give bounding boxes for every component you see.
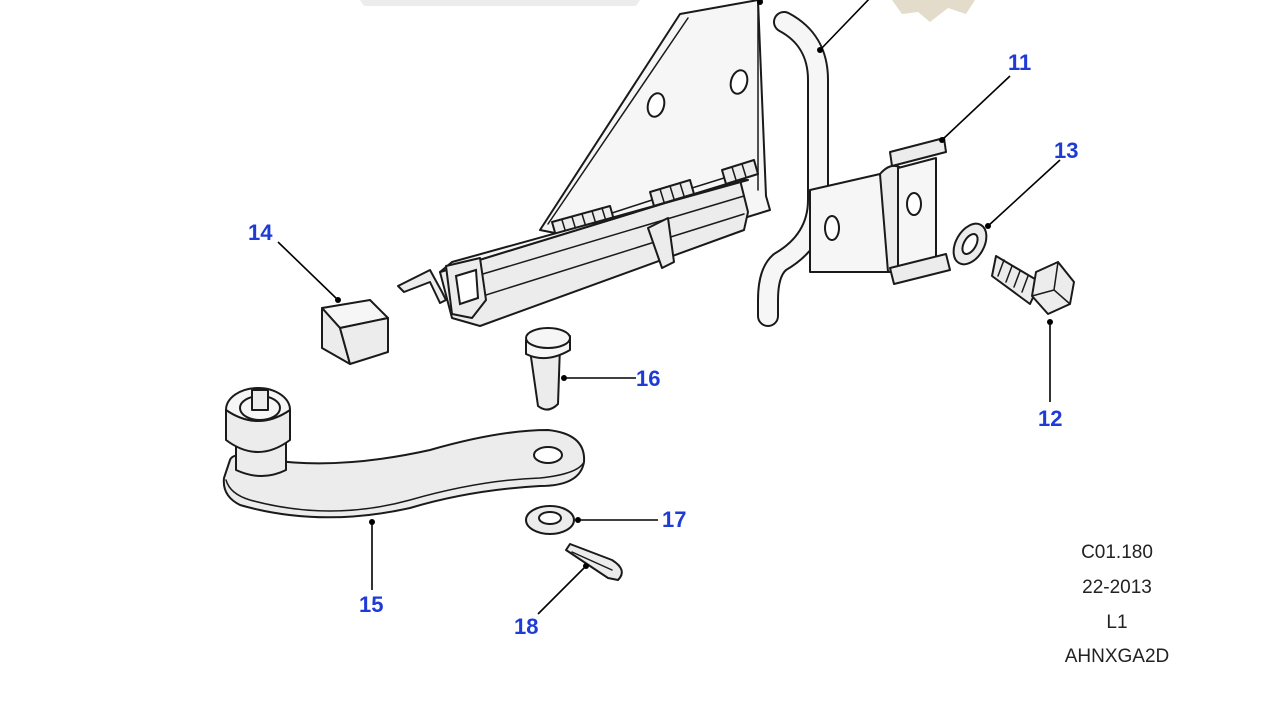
diagram-code: C01.180 [1081,542,1153,563]
hinge-bracket-assembly [397,0,771,327]
washer-part-13 [952,222,988,266]
pivot-pin-part-16 [525,327,571,411]
callout-13: 13 [1054,138,1078,163]
bolt-part-12 [991,255,1075,315]
split-pin-part-18 [565,543,623,581]
rubber-block-part-14 [321,299,389,365]
callout-18: 18 [514,614,538,639]
watermark-logo-fragment [360,0,975,22]
leader-lines [277,0,1061,615]
diagram-id: AHNXGA2D [1064,646,1170,667]
callout-12: 12 [1038,406,1062,431]
callout-14: 14 [248,220,273,245]
roller-arm-part-15 [222,387,586,519]
diagram-date: 22-2013 [1082,577,1152,598]
hinge-leaf-part-11 [809,137,951,285]
callout-11: 11 [1008,50,1031,75]
callout-17: 17 [662,507,686,532]
diagram-level: L1 [1106,612,1128,633]
washer-part-17 [525,505,575,535]
callout-15: 15 [359,592,383,617]
callout-16: 16 [636,366,660,391]
